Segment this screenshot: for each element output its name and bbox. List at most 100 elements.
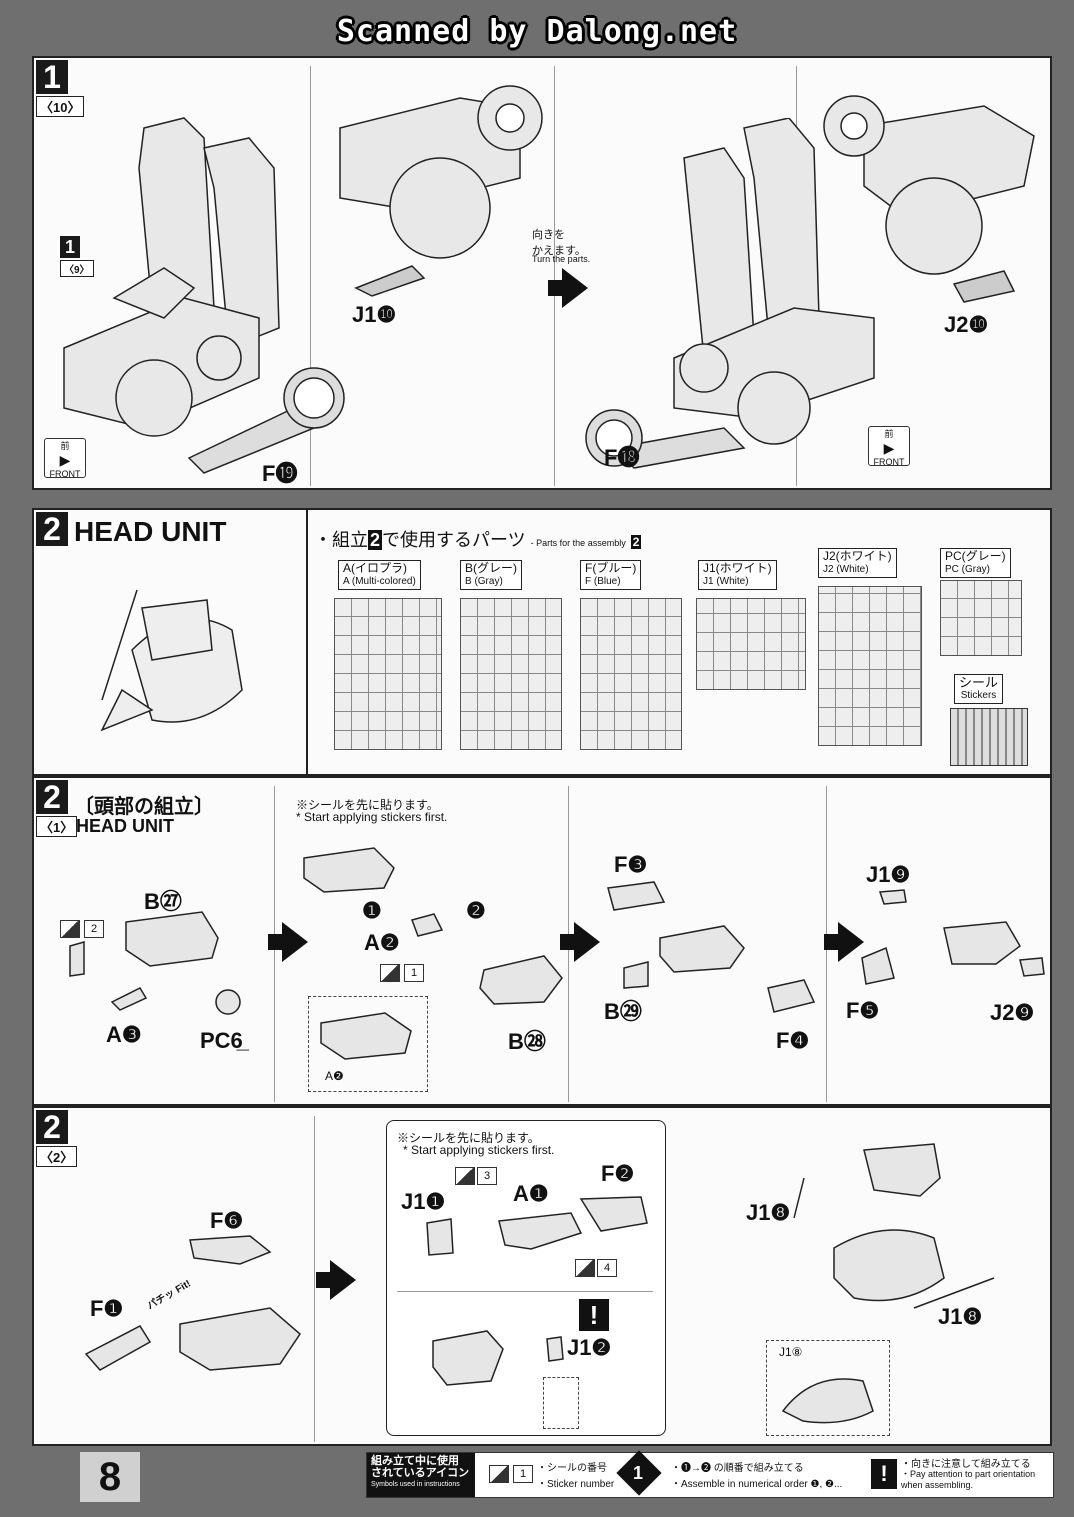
order-2: ❷ <box>466 898 486 923</box>
runner-label-b: B(グレー)B (Gray) <box>460 560 522 590</box>
ref-step-number: 1 <box>60 236 80 258</box>
parts-title-num: 2 <box>368 530 383 550</box>
sticker-icon <box>60 920 80 938</box>
head-subassembly-a <box>426 1196 648 1256</box>
ring-part-f19 <box>187 367 345 474</box>
front-badge-2: 前 ▶ FRONT <box>868 426 910 467</box>
part-label-f1: F❶ <box>90 1296 124 1321</box>
part-label-j1-10: J1❿ <box>352 302 397 327</box>
arrow-icon: ▶ <box>883 440 895 456</box>
next-arrow <box>548 268 588 308</box>
part-label-b29: B㉙ <box>604 999 642 1024</box>
front-en-2: FRONT <box>873 457 905 467</box>
runner-j2-jp: J2(ホワイト) <box>823 549 892 563</box>
step-title-en: HEAD UNIT <box>76 816 174 836</box>
arrow-icon: ▶ <box>59 452 71 468</box>
runner-a-en: A (Multi-colored) <box>343 576 416 587</box>
head-part-b27 <box>69 911 241 1015</box>
part-label-j2-9: J2❾ <box>990 1000 1035 1025</box>
step-title-jp: 〔頭部の組立〕 <box>74 796 214 818</box>
legend-sticker-icon <box>489 1465 509 1483</box>
legend-caution-jp: ・向きに注意して組み立てる <box>901 1459 1031 1470</box>
turn-note-en: Turn the parts. <box>532 254 591 264</box>
part-label-f19: F⓳ <box>262 461 298 486</box>
leg-assembly-illustration-2 <box>339 85 543 259</box>
runner-j2-en: J2 (White) <box>823 564 869 575</box>
legend-order-jp: ・❶→❷ の順番で組み立てる <box>671 1463 804 1474</box>
part-label-f2: F❷ <box>601 1161 635 1186</box>
step1-panel: 1 〈10〉 1 〈9〉 F⓳ 前 ▶ FRONT <box>32 56 1052 490</box>
front-badge: 前 ▶ FRONT <box>44 438 86 479</box>
detail-box-2: J1⑧ <box>766 1340 890 1436</box>
sticker-icon <box>575 1259 595 1277</box>
sticker-number-3: 3 <box>477 1167 497 1185</box>
part-label-b27: B㉗ <box>144 889 182 914</box>
part-label-f5: F❺ <box>846 998 880 1023</box>
legend-sticker-number: 1 <box>513 1465 533 1483</box>
legend-title-jp: 組み立て中に使用 されているアイコン <box>371 1455 470 1479</box>
part-label-f18: F⓲ <box>604 445 640 470</box>
sticker-note-jp: ※シールを先に貼ります。 <box>296 798 439 812</box>
part-label-j2-10: J2❿ <box>944 312 989 337</box>
step2-2-panel: 2 〈2〉 F❻ F❶ パチッ Fit! ※シールを先に貼ります。 * Star… <box>32 1106 1052 1446</box>
part-label-f3: F❸ <box>614 852 648 877</box>
next-arrow <box>824 922 864 962</box>
runner-f-en: F (Blue) <box>585 576 621 587</box>
runner-j1-jp: J1(ホワイト) <box>703 561 772 575</box>
runner-j1 <box>696 598 806 690</box>
step-number: 1 <box>36 60 68 94</box>
front-jp-2: 前 <box>884 429 894 439</box>
sticker-note-en: * Start applying stickers first. <box>296 810 448 824</box>
legend-sticker-jp: ・シールの番号 <box>537 1463 607 1474</box>
symbol-legend: 組み立て中に使用 されているアイコン Symbols used in instr… <box>366 1450 1054 1498</box>
parts-title-pre: ・組立 <box>314 530 368 550</box>
order-1: ❶ <box>362 898 382 923</box>
watermark: Scanned by Dalong.net <box>336 14 738 49</box>
front-jp: 前 <box>60 441 70 451</box>
runner-label-a: A(イロプラ)A (Multi-colored) <box>338 560 421 590</box>
sticker-icon <box>455 1167 475 1185</box>
runner-label-j2: J2(ホワイト)J2 (White) <box>818 548 897 578</box>
orientation-detail <box>543 1377 579 1429</box>
runner-label-j1: J1(ホワイト)J1 (White) <box>698 560 777 590</box>
part-label-b28: B㉘ <box>508 1029 546 1054</box>
sticker-number-1: 1 <box>404 964 424 982</box>
sticker-jp: シール <box>959 675 999 690</box>
parts-title-en: - Parts for the assembly <box>530 538 626 548</box>
next-arrow <box>316 1260 356 1300</box>
turn-note-jp: 向きを かえます。 <box>532 229 586 257</box>
legend-order-en: ・Assemble in numerical order ❶, ❷... <box>671 1479 843 1490</box>
part-label-j1-8b: J1❽ <box>938 1304 983 1329</box>
legend-sticker-en: ・Sticker number <box>537 1479 615 1490</box>
leg-assembly-illustration-4 <box>823 95 1035 303</box>
runner-pc-en: PC (Gray) <box>945 564 990 575</box>
sticker-icon <box>380 964 400 982</box>
step-number: 2 <box>36 780 68 814</box>
parts-title-num-2: 2 <box>630 535 642 549</box>
sticker-callout-box: ※シールを先に貼ります。 * Start applying stickers f… <box>386 1120 666 1436</box>
part-j1-10 <box>354 265 426 297</box>
parts-title-post: で使用するパーツ <box>382 530 526 550</box>
part-label-pc6: PC6̲ <box>200 1028 243 1053</box>
ref-substep: 〈9〉 <box>60 260 94 277</box>
detail-box: A❷ <box>308 996 428 1092</box>
part-label-j1-9: J1❾ <box>866 862 911 887</box>
head-unit-illustration <box>100 589 243 732</box>
runner-b <box>460 598 562 750</box>
head-assembly-illustration-4 <box>861 889 1045 985</box>
legend-order-num: 1 <box>633 1463 644 1483</box>
sticker-en: Stickers <box>960 690 997 701</box>
head-assembly-illustration-3 <box>607 881 816 1013</box>
head-assembly-illustration-2 <box>303 847 563 1005</box>
sticker-note-en: * Start applying stickers first. <box>403 1143 555 1157</box>
part-label-f4: F❹ <box>776 1028 810 1053</box>
part-label-j1-1: J1❶ <box>401 1189 446 1214</box>
part-label-a3: A❸ <box>106 1022 142 1047</box>
runner-pc <box>940 580 1022 656</box>
page-number: 8 <box>80 1452 140 1502</box>
legend-caution-en: ・Pay attention to part orientation when … <box>901 1469 1036 1490</box>
runner-a <box>334 598 442 750</box>
leg-assembly-illustration-1 <box>63 117 280 437</box>
head-subassembly-b <box>432 1330 564 1386</box>
